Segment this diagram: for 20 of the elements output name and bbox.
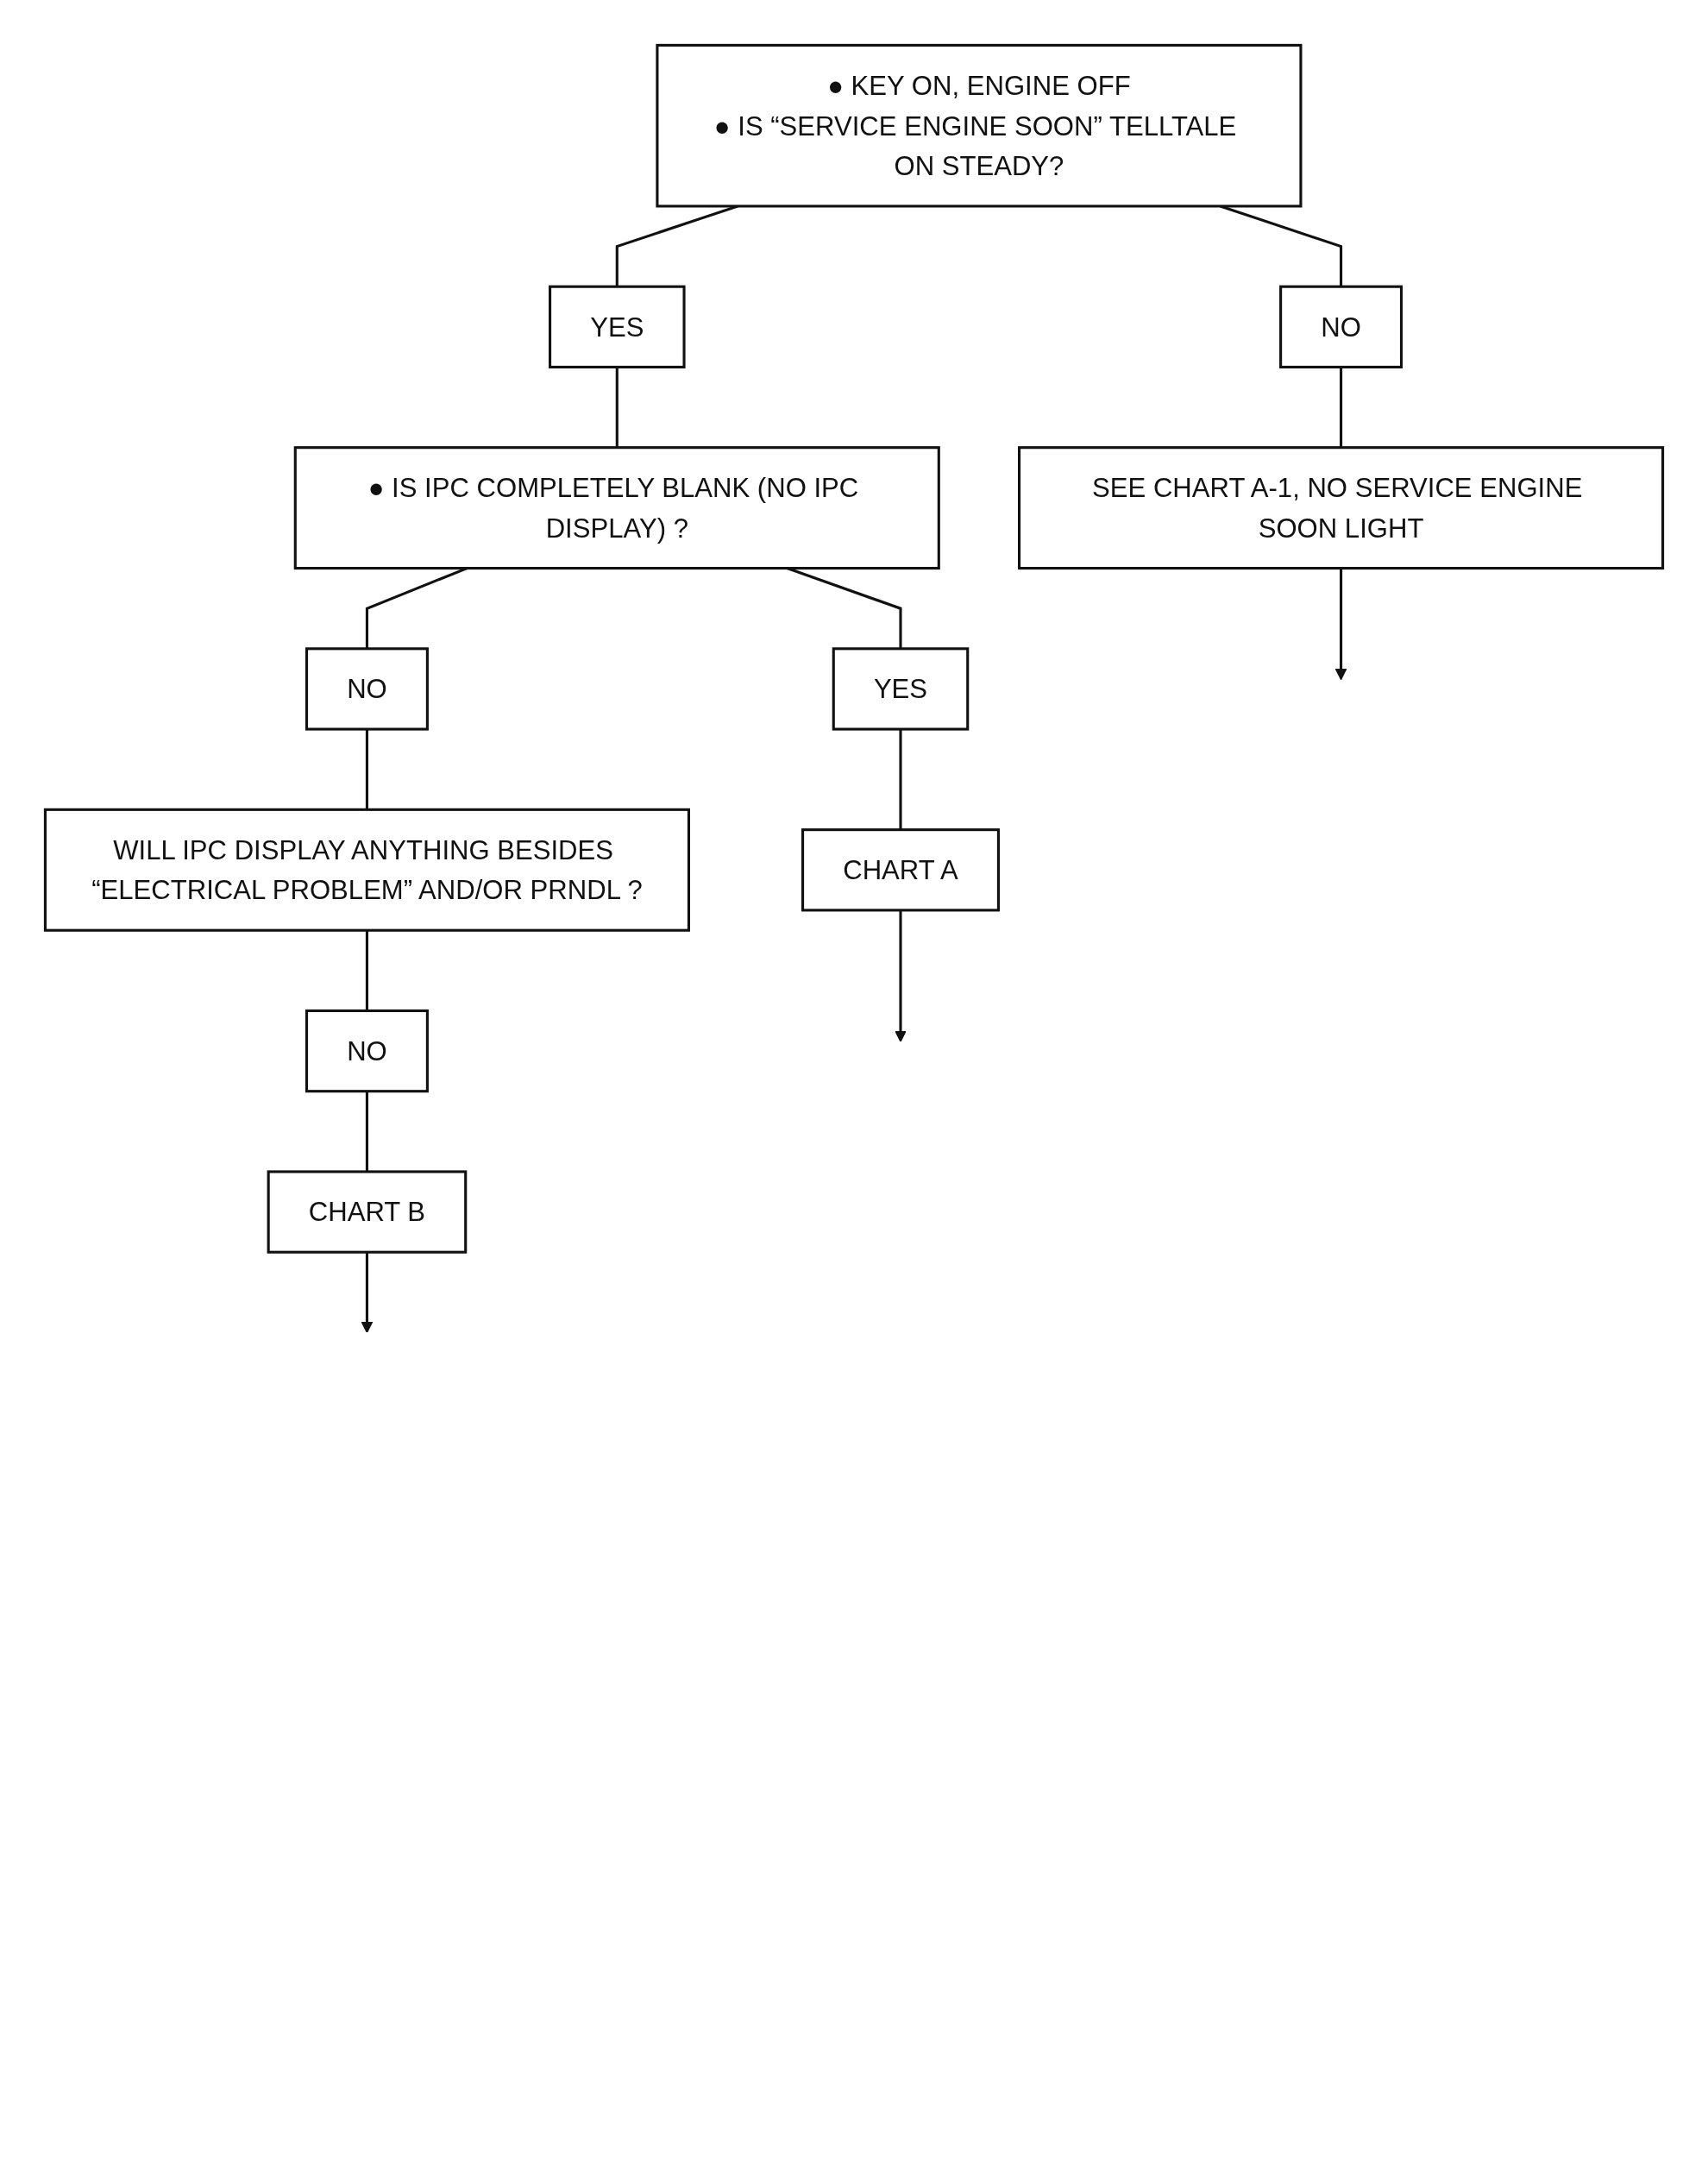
node-box: YES — [549, 285, 686, 368]
node-box: ● IS IPC COMPLETELY BLANK (NO IPC DISPLAY) ? — [293, 446, 940, 570]
node-box: NO — [305, 647, 429, 731]
connector — [365, 729, 368, 810]
node-box: SEE CHART A-1, NO SERVICE ENGINE SOON LIGHT — [1018, 446, 1665, 570]
node-box: NO — [305, 1009, 429, 1093]
arrow — [895, 909, 907, 1042]
connector — [615, 367, 619, 448]
arrow — [1334, 568, 1347, 681]
node-box: ● KEY ON, ENGINE OFF ● IS “SERVICE ENGINE SOON” TELLTALE ON STEADY? — [656, 43, 1303, 208]
connector — [1340, 367, 1343, 448]
node-box: YES — [832, 647, 970, 731]
connector — [365, 1091, 368, 1172]
connector — [365, 930, 368, 1011]
node-box: CHART A — [801, 828, 1000, 912]
arrow — [361, 1252, 374, 1334]
connector — [899, 729, 902, 830]
node-box: NO — [1279, 285, 1403, 368]
node-box: WILL IPC DISPLAY ANYTHING BESIDES “ELECTRICAL PROBLEM” AND/OR PRNDL ? — [43, 808, 690, 932]
node-box: CHART B — [267, 1170, 468, 1254]
